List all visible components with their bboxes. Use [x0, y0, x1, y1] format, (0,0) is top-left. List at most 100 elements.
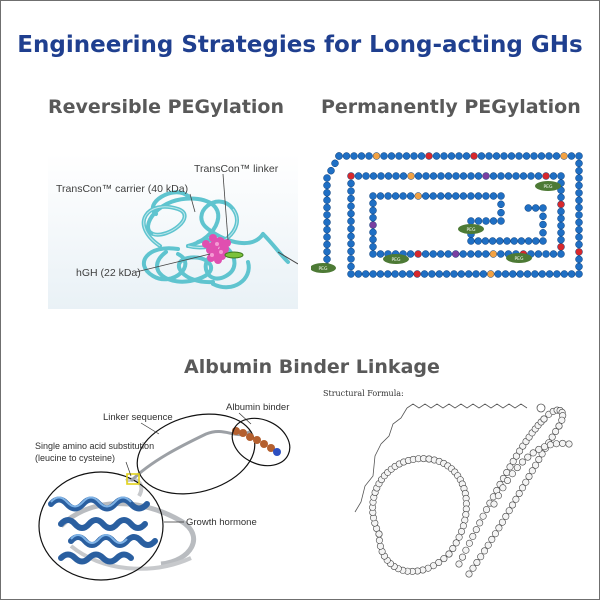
amino-acid-bead: [347, 209, 355, 218]
amino-acid-bead: [347, 255, 355, 263]
substitution-marker: [126, 473, 140, 485]
formula-residue: [548, 433, 556, 441]
formula-residue: [513, 464, 521, 472]
formula-residue: [494, 492, 502, 500]
heading-reversible-pegylation: Reversible PEGylation: [48, 96, 284, 118]
amino-acid-bead: [444, 250, 452, 258]
amino-acid-bead: [542, 172, 550, 180]
amino-acid-bead: [467, 217, 475, 225]
amino-acid-bead: [447, 152, 456, 160]
amino-acid-bead: [323, 218, 331, 227]
amino-acid-bead: [524, 204, 533, 212]
amino-acid-bead: [399, 192, 407, 200]
formula-residue: [522, 478, 530, 486]
amino-acid-bead: [575, 167, 583, 175]
amino-acid-bead: [429, 172, 438, 180]
growth-hormone-diagram: Linker sequence Albumin binder Single am…: [31, 386, 316, 586]
formula-residue: [565, 440, 573, 448]
peg-label: PEG: [466, 227, 476, 233]
amino-acid-bead: [457, 270, 466, 278]
formula-residue: [484, 541, 492, 549]
amino-acid-bead: [414, 250, 422, 258]
formula-residue: [532, 461, 540, 469]
amino-acid-bead: [489, 172, 498, 180]
formula-residue: [472, 526, 480, 534]
amino-acid-bead: [347, 262, 355, 271]
formula-residue: [473, 559, 481, 567]
amino-acid-bead: [479, 270, 488, 278]
amino-acid-bead: [575, 262, 583, 271]
amino-acid-bead: [557, 193, 565, 202]
formula-residue: [524, 453, 532, 461]
amino-acid-bead: [539, 204, 547, 212]
amino-acid-bead: [459, 250, 467, 258]
amino-acid-bead: [470, 152, 478, 160]
amino-acid-bead: [539, 237, 547, 245]
amino-acid-bead: [553, 270, 561, 278]
formula-residue: [495, 524, 503, 532]
formula-residue: [455, 560, 463, 568]
amino-acid-bead: [575, 159, 583, 168]
amino-acid-bead: [557, 236, 565, 244]
amino-acid-bead: [372, 152, 381, 160]
amino-acid-bead: [407, 172, 415, 180]
albumin-binder-outline: [231, 417, 291, 467]
amino-acid-bead: [481, 237, 490, 245]
formula-residue: [376, 542, 384, 550]
amino-acid-bead: [354, 172, 363, 180]
amino-acid-bead: [557, 228, 565, 237]
amino-acid-bead: [497, 250, 505, 258]
amino-acid-bead: [507, 152, 516, 160]
formula-residue: [481, 547, 489, 555]
formula-residue: [465, 570, 473, 578]
amino-acid-bead: [421, 250, 430, 258]
amino-acid-bead: [575, 270, 583, 278]
amino-acid-bead: [323, 255, 331, 263]
amino-acid-bead: [399, 172, 408, 180]
formula-residue: [459, 553, 467, 561]
amino-acid-bead: [519, 172, 528, 180]
transcon-diagram: TransCon™ linker TransCon™ carrier (40 k…: [48, 154, 298, 309]
formula-residue: [552, 427, 560, 435]
formula-residue: [512, 495, 520, 503]
peg-chain: [458, 224, 484, 234]
amino-acid-bead: [575, 240, 583, 249]
amino-acid-bead: [560, 270, 569, 278]
amino-acid-bead: [369, 270, 377, 278]
amino-acid-bead: [474, 237, 482, 245]
amino-acid-bead: [497, 208, 505, 217]
amino-acid-bead: [557, 214, 565, 223]
amino-acid-bead: [497, 217, 505, 225]
amino-acid-bead: [392, 172, 400, 180]
amino-acid-bead: [496, 237, 504, 245]
formula-residue: [462, 546, 470, 554]
formula-residue: [375, 530, 383, 538]
amino-acid-bead: [557, 200, 565, 209]
label-growth-hormone: Growth hormone: [186, 517, 257, 528]
amino-acid-bead: [365, 152, 373, 160]
amino-acid-bead: [410, 152, 418, 160]
amino-acid-bead: [474, 250, 483, 258]
amino-acid-bead: [369, 214, 377, 222]
amino-acid-bead: [534, 250, 543, 258]
formula-residue: [449, 545, 457, 553]
amino-acid-bead: [488, 237, 497, 245]
amino-acid-bead: [452, 192, 460, 200]
amino-acid-bead: [420, 270, 429, 278]
label-transcon-carrier: TransCon™ carrier (40 kDa): [56, 183, 188, 195]
amino-acid-bead: [444, 172, 453, 180]
amino-acid-bead: [537, 152, 546, 160]
amino-acid-bead: [575, 226, 583, 234]
amino-acid-bead: [474, 192, 483, 200]
amino-acid-bead: [517, 237, 526, 245]
amino-acid-bead: [557, 172, 565, 180]
amino-acid-bead: [428, 270, 436, 278]
main-title: Engineering Strategies for Long-acting G…: [17, 32, 583, 58]
amino-acid-bead: [425, 152, 433, 160]
amino-acid-bead: [323, 233, 331, 241]
formula-residue: [455, 533, 463, 541]
amino-acid-bead: [575, 218, 583, 227]
amino-acid-bead: [452, 172, 460, 180]
amino-acid-bead: [347, 270, 355, 278]
